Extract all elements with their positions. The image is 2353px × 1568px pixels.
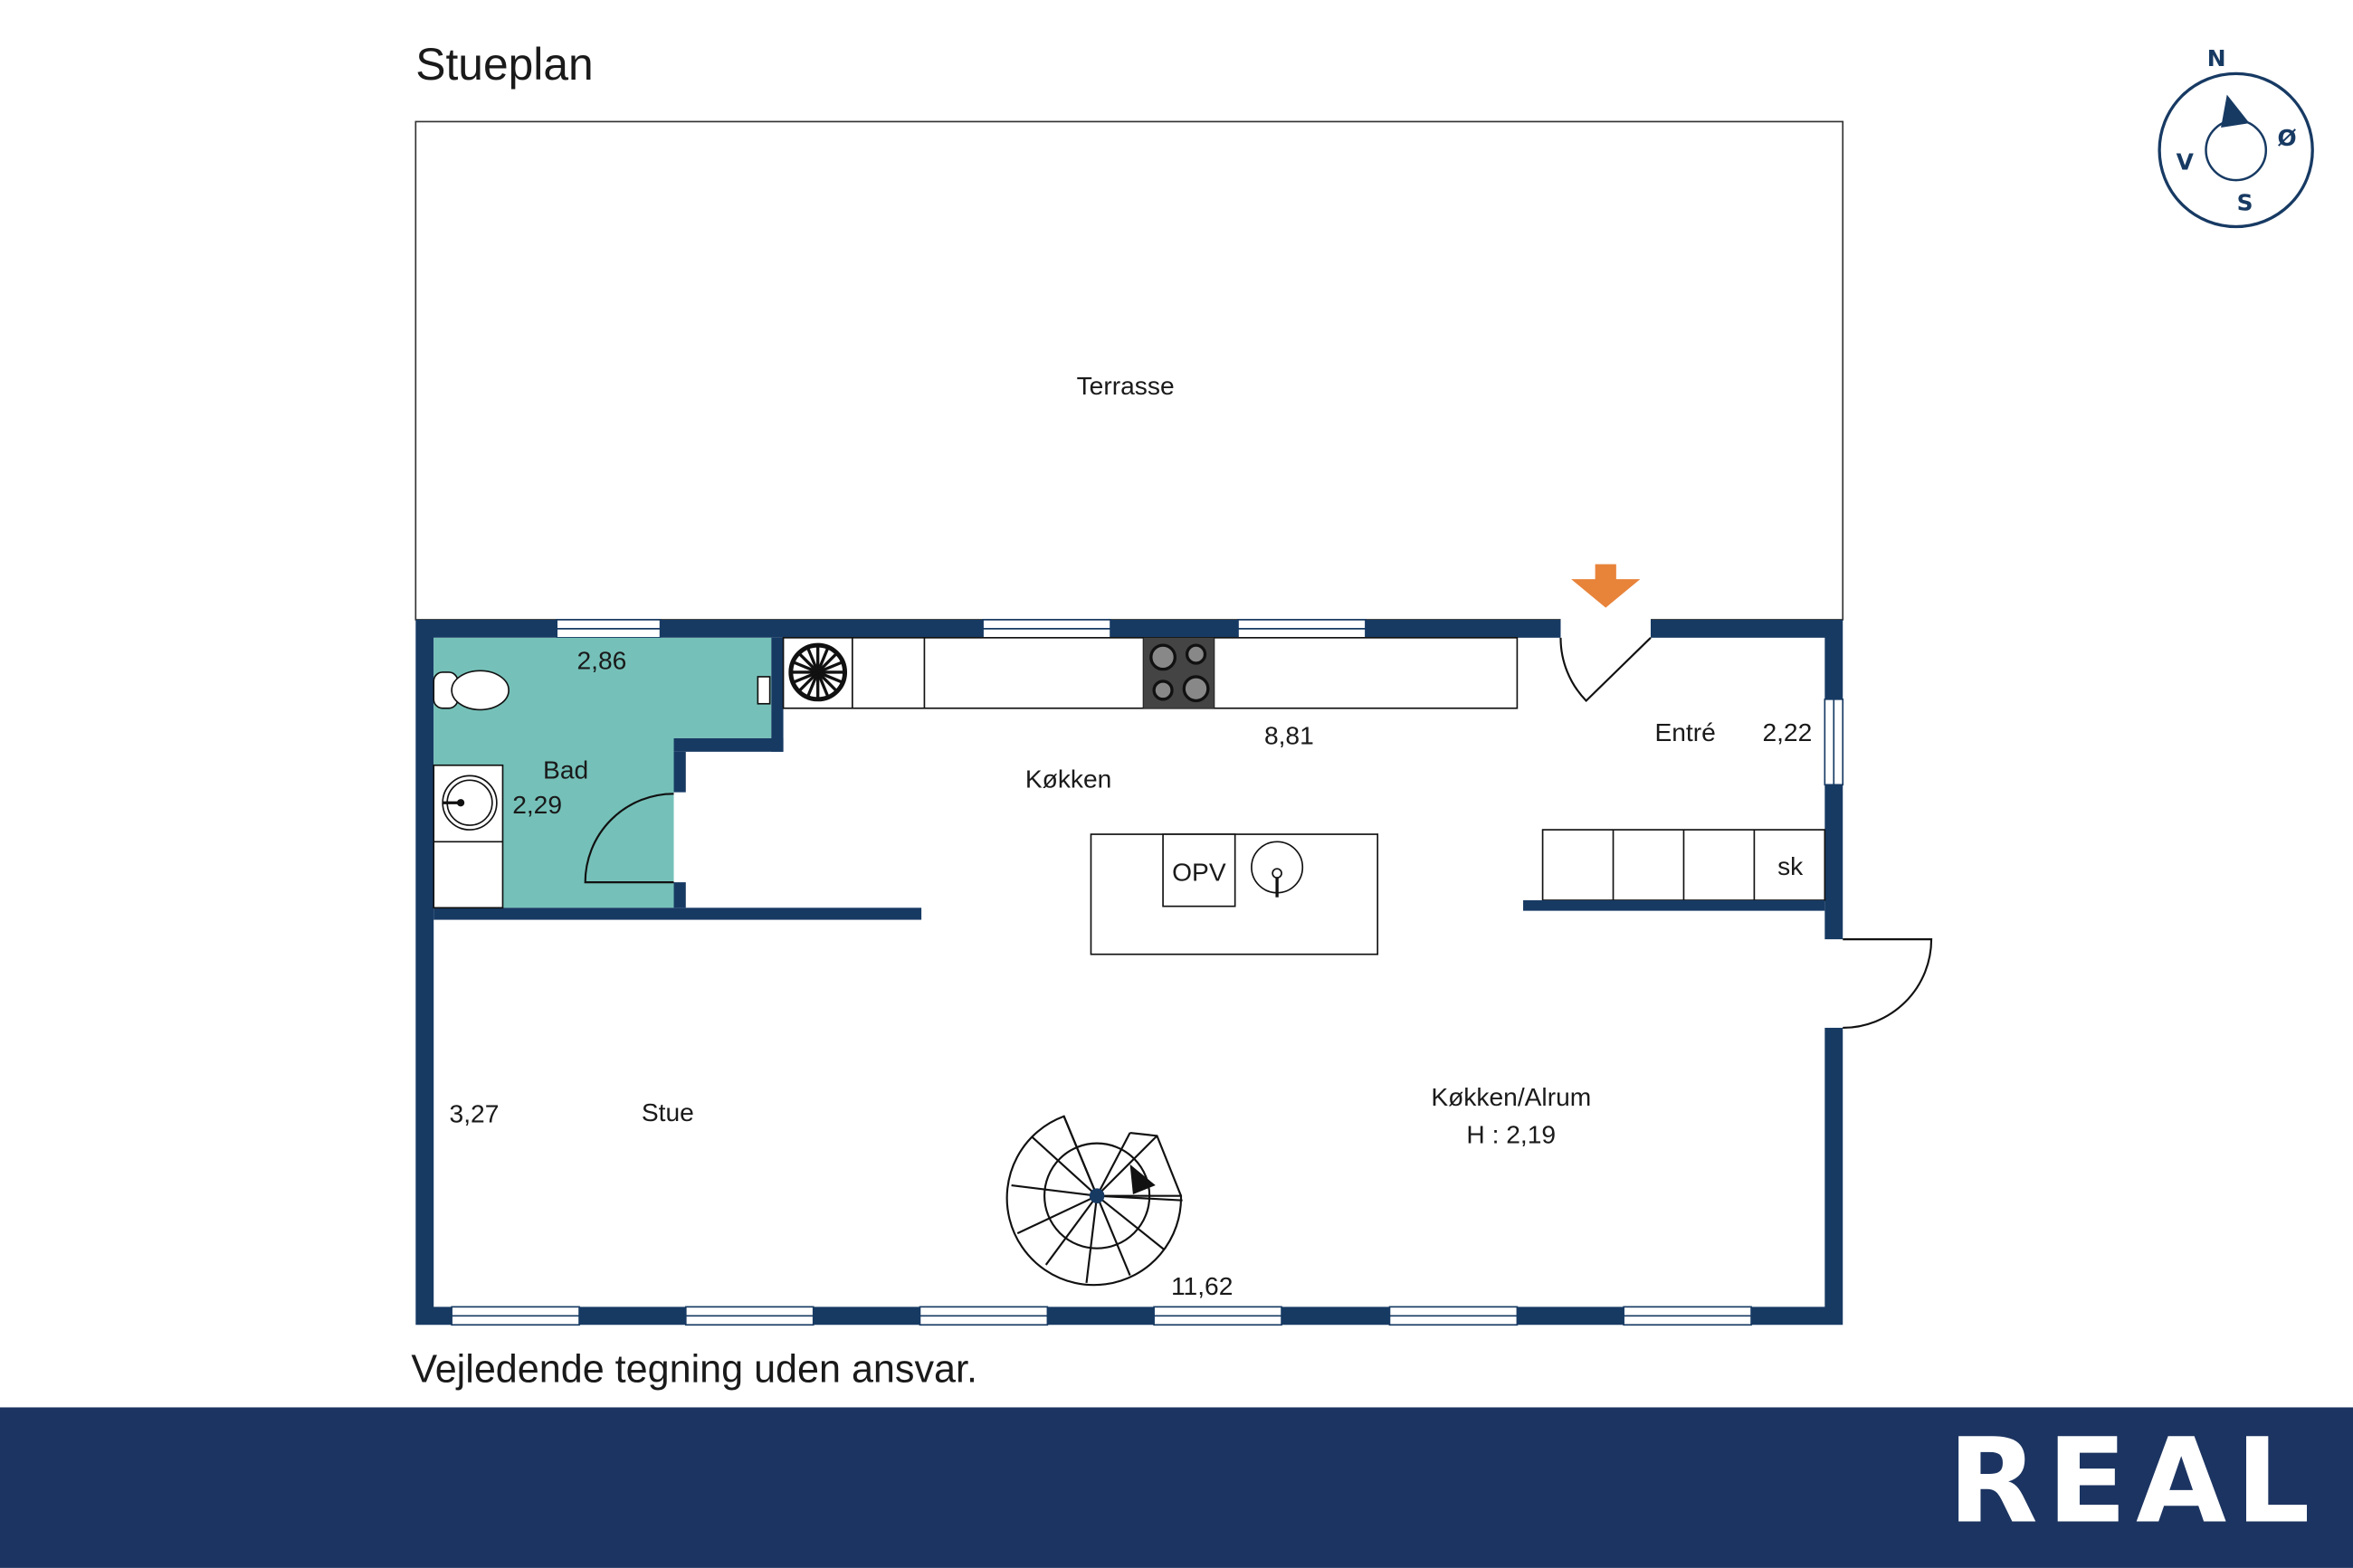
- kitchen-dim: 8,81: [1264, 721, 1314, 750]
- bathroom-walls: [433, 637, 922, 920]
- bath-depth: 2,29: [512, 790, 562, 819]
- toilet-icon: [433, 670, 510, 711]
- footer-bar: [0, 1407, 2353, 1568]
- entry-dim: 2,22: [1762, 717, 1812, 746]
- real-logo: REAL: [1948, 1412, 2319, 1549]
- dishwasher: [1162, 833, 1236, 908]
- washbasin-icon: [442, 774, 498, 831]
- living-width: 11,62: [1171, 1271, 1233, 1300]
- bathroom-floor: [433, 637, 772, 908]
- stair-center: [1089, 1188, 1105, 1203]
- kitchen-label: Køkken: [1025, 765, 1112, 794]
- compass-south: S: [2237, 189, 2253, 215]
- entry-door[interactable]: [1559, 637, 1652, 702]
- entry-wall: [1523, 900, 1825, 911]
- plan-title: Stueplan: [415, 39, 593, 90]
- side-door[interactable]: [1843, 938, 1933, 1030]
- stove-icon: [1143, 637, 1215, 708]
- bathroom-door[interactable]: [584, 793, 674, 884]
- living-label: Stue: [642, 1098, 694, 1126]
- dishwasher-label: OPV: [1172, 857, 1226, 886]
- compass-west: V: [2177, 148, 2195, 175]
- stair-direction-arrow-icon: [1129, 1164, 1156, 1195]
- bath-label: Bad: [543, 755, 588, 784]
- terrace-area: [414, 120, 1844, 621]
- shower-tap-icon: [757, 676, 771, 705]
- compass-east: Ø: [2277, 125, 2296, 151]
- kitchen-family-label: Køkken/Alrum: [1431, 1082, 1591, 1111]
- wardrobe-label: sk: [1777, 851, 1804, 880]
- wardrobe-dividers: [1612, 830, 1756, 901]
- bath-width: 2,86: [577, 646, 627, 675]
- entry-door-opening: [1560, 618, 1651, 640]
- fan-icon: [788, 642, 848, 702]
- side-door-opening: [1823, 939, 1844, 1028]
- terrace-label: Terrasse: [1077, 371, 1175, 400]
- ceiling-height: H : 2,19: [1466, 1120, 1556, 1149]
- entry-label: Entré: [1654, 717, 1715, 746]
- compass-north: N: [2207, 45, 2226, 71]
- compass-icon: [2158, 71, 2314, 229]
- entrance-arrow-icon: [1571, 564, 1641, 608]
- disclaimer: Vejledende tegning uden ansvar.: [411, 1347, 977, 1391]
- sink-icon: [1251, 841, 1304, 898]
- living-depth: 3,27: [450, 1098, 500, 1127]
- window-mullions: [452, 628, 1835, 1317]
